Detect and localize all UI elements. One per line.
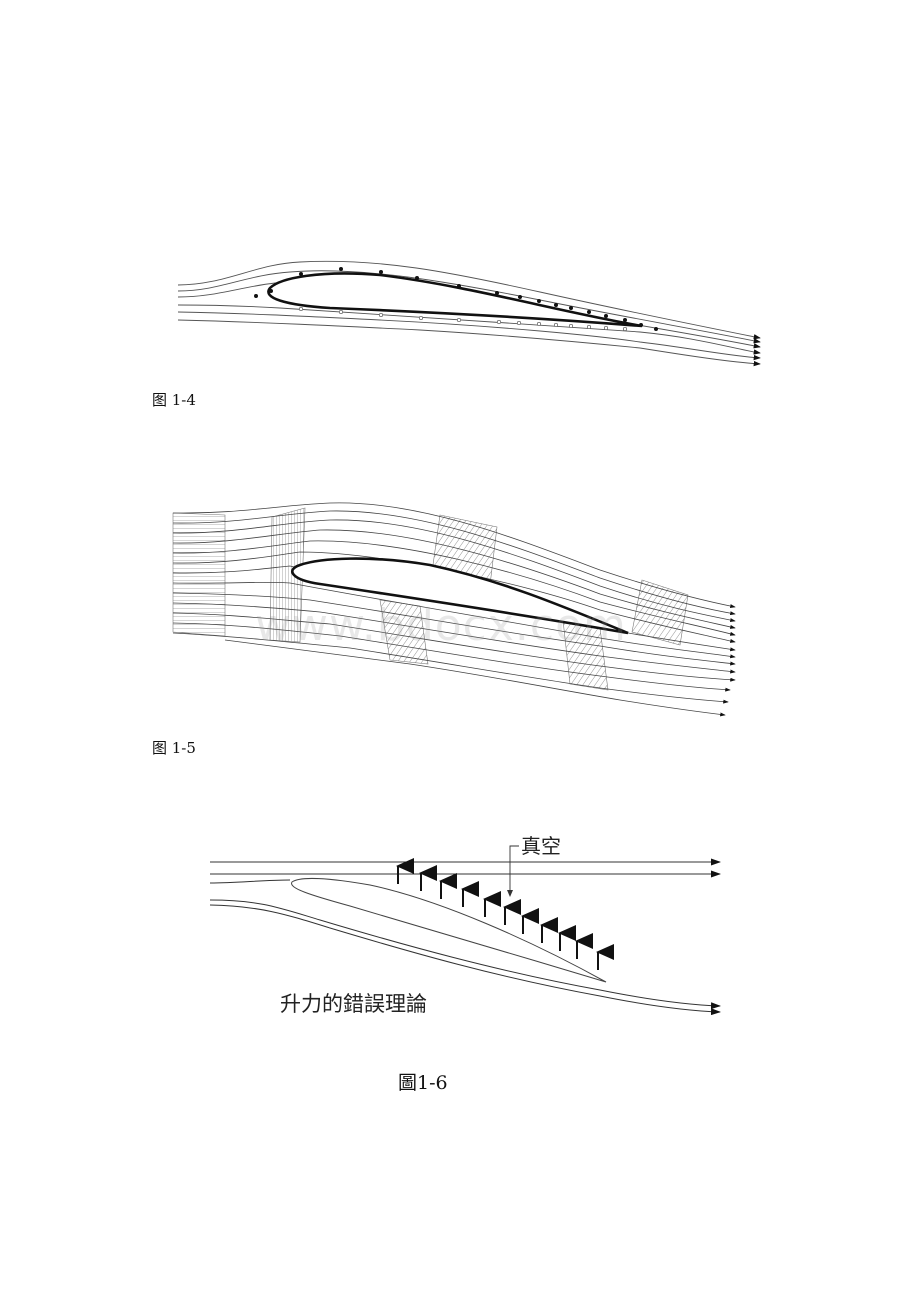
figure-1-5-diagram [172,502,736,717]
figure-1-4-diagram [177,260,761,367]
figure-1-6-caption: 圖1-6 [398,1072,448,1094]
figure-1-6-diagram: 真空 升力的錯誤理論 [209,834,721,1016]
streamlines [209,858,721,1016]
lower-surface-circles [298,306,628,332]
figure-1-4-caption: 图 1-4 [152,391,196,409]
wrong-lift-theory-label: 升力的錯誤理論 [280,992,427,1016]
lift-arrows [396,858,614,970]
figure-1-5-caption: 图 1-5 [152,739,196,757]
vacuum-leader-arrowhead [507,890,513,897]
airfoil-outline [291,877,607,983]
airfoil-outline [267,272,643,328]
airfoil-outline [291,557,629,635]
vacuum-label: 真空 [521,834,561,858]
upper-surface-dots [254,267,658,331]
vacuum-leader-line [509,845,519,892]
